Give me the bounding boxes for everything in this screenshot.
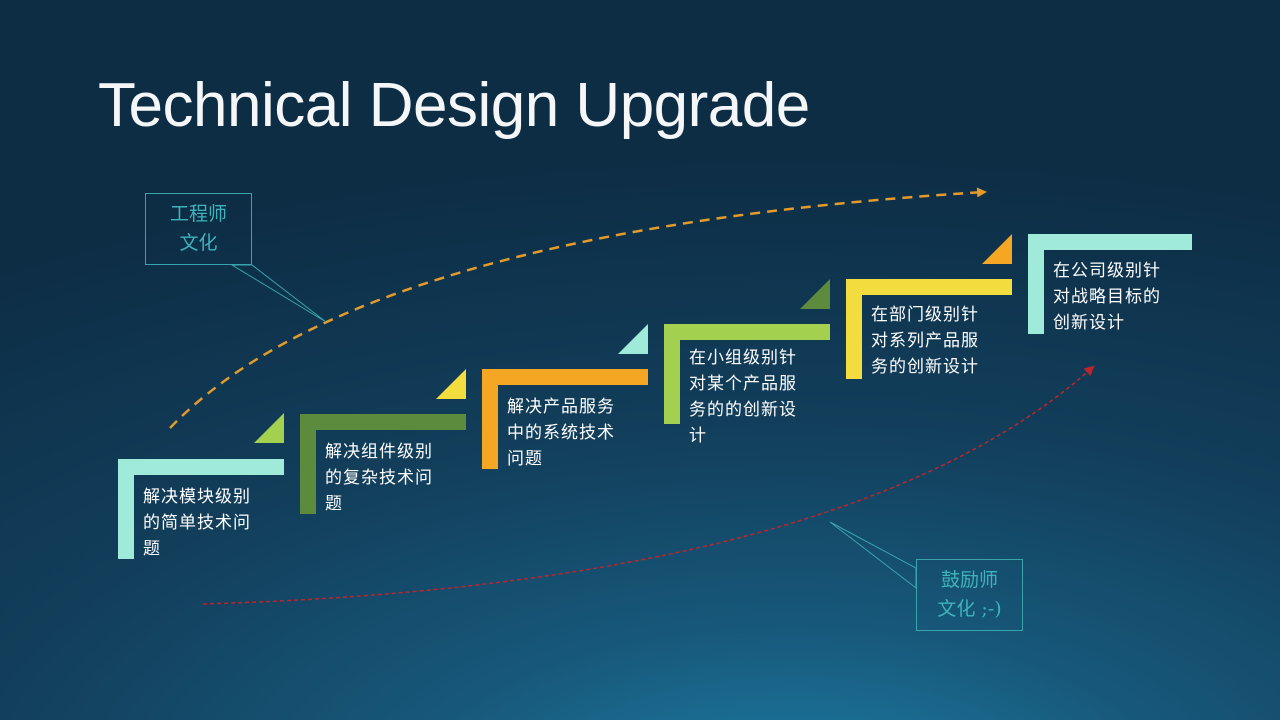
step-3-corner-triangle (618, 324, 648, 354)
slide-title: Technical Design Upgrade (98, 71, 810, 140)
step-1-corner-triangle (254, 413, 284, 443)
encourage-callout-pointer (829, 521, 917, 590)
step-3-label: 解决产品服务 中的系统技术 问题 (507, 397, 615, 469)
step-5-label: 在部门级别针 对系列产品服 务的创新设计 (871, 305, 979, 377)
step-4-side-bar (664, 324, 680, 424)
step-6-label: 在公司级别针 对战略目标的 创新设计 (1053, 261, 1161, 333)
engineer-culture-callout: 工程师 文化 (145, 193, 252, 265)
step-5-side-bar (846, 279, 862, 379)
step-2-top-bar (300, 414, 466, 430)
step-4-label: 在小组级别针 对某个产品服 务的的创新设 计 (689, 348, 797, 446)
step-6-side-bar (1028, 234, 1044, 334)
step-3-top-bar (482, 369, 648, 385)
step-1-label: 解决模块级别 的简单技术问 题 (143, 487, 251, 559)
step-2-label: 解决组件级别 的复杂技术问 题 (325, 442, 433, 514)
step-3-side-bar (482, 369, 498, 469)
step-2-corner-triangle (436, 369, 466, 399)
engineer-culture-arrow (169, 187, 987, 429)
step-1-top-bar (118, 459, 284, 475)
step-5-corner-triangle (982, 234, 1012, 264)
step-5-top-bar (846, 279, 1012, 295)
step-6-top-bar (1028, 234, 1192, 250)
step-2-side-bar (300, 414, 316, 514)
step-4-corner-triangle (800, 279, 830, 309)
engineer-callout-pointer (230, 264, 327, 323)
step-1-side-bar (118, 459, 134, 559)
step-4-top-bar (664, 324, 830, 340)
encourage-culture-callout: 鼓励师 文化 ;-) (916, 559, 1023, 631)
